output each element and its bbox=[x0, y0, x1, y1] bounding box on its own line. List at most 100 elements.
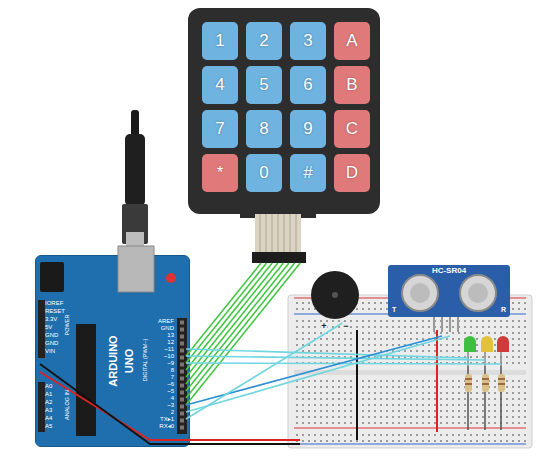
led bbox=[467, 350, 469, 366]
header-pin bbox=[180, 342, 184, 346]
pin-label: GND bbox=[45, 340, 58, 346]
signal-wire bbox=[186, 336, 450, 412]
pin-label: ~9 bbox=[167, 360, 174, 366]
header-pin bbox=[180, 349, 184, 353]
keypad-ribbon bbox=[290, 214, 291, 252]
keypad-wire bbox=[186, 263, 295, 398]
resistor-symbol bbox=[465, 378, 472, 380]
signal-wire bbox=[186, 363, 501, 364]
pin-label: ~5 bbox=[167, 388, 174, 394]
resistor-symbol bbox=[498, 374, 505, 392]
key-label: 1 bbox=[215, 31, 224, 51]
keypad-key: 3 bbox=[290, 22, 326, 60]
breadboard-jumper bbox=[357, 330, 437, 440]
keypad-ribbon bbox=[272, 214, 273, 252]
header-pin bbox=[180, 321, 184, 325]
led bbox=[464, 336, 476, 352]
resistor-symbol bbox=[498, 383, 505, 385]
led bbox=[497, 336, 509, 352]
board-logo: ARDUINO bbox=[108, 335, 119, 386]
keypad-wire bbox=[186, 263, 300, 405]
keypad-wire bbox=[186, 263, 267, 363]
keypad-body bbox=[188, 8, 380, 218]
keypad-key: 9 bbox=[290, 110, 326, 148]
pin-label: 3.3V bbox=[45, 316, 57, 322]
pin-label: GND bbox=[45, 332, 58, 338]
key-label: A bbox=[346, 31, 357, 51]
resistor-symbol bbox=[465, 383, 472, 385]
pin-label: ~10 bbox=[164, 353, 174, 359]
resistor-symbol bbox=[465, 379, 505, 384]
pin-label: 12 bbox=[167, 339, 174, 345]
pin-label: A1 bbox=[45, 391, 52, 397]
header-pin bbox=[180, 370, 184, 374]
keypad-ribbon bbox=[266, 214, 267, 252]
header-pin bbox=[180, 328, 184, 332]
key-label: 2 bbox=[259, 31, 268, 51]
power-header bbox=[38, 300, 45, 358]
resistor-symbol bbox=[482, 383, 489, 385]
header-title: ANALOG IN bbox=[65, 390, 71, 420]
analog-header bbox=[38, 382, 45, 432]
pin-label: A3 bbox=[45, 407, 52, 413]
keypad-key: A bbox=[334, 22, 370, 60]
resistor-symbol bbox=[482, 378, 489, 380]
sensor-pin bbox=[441, 316, 443, 332]
transducer bbox=[410, 283, 430, 303]
breadboard bbox=[294, 444, 526, 445]
breadboard bbox=[294, 430, 526, 442]
pin-label: IOREF bbox=[45, 300, 63, 306]
pin-label: A2 bbox=[45, 399, 52, 405]
keypad-key: 6 bbox=[290, 66, 326, 104]
keypad-key: # bbox=[290, 154, 326, 192]
signal-wire bbox=[186, 322, 501, 419]
sensor-pin bbox=[449, 316, 451, 332]
header-pin bbox=[180, 384, 184, 388]
key-label: * bbox=[217, 163, 224, 183]
key-label: C bbox=[346, 119, 358, 139]
usb-cable bbox=[131, 110, 139, 136]
sensor-pin bbox=[433, 316, 435, 332]
pin-label: ~11 bbox=[164, 346, 174, 352]
signal-wire bbox=[186, 336, 442, 405]
led bbox=[481, 336, 493, 352]
signal-wire bbox=[186, 322, 344, 419]
keypad-wire bbox=[186, 263, 300, 405]
pin-label: 7 bbox=[171, 374, 174, 380]
polarity-mark: + bbox=[320, 322, 327, 331]
pin-label: R bbox=[501, 306, 506, 313]
signal-wire bbox=[186, 356, 485, 360]
pin-label: TX▸1 bbox=[160, 416, 174, 422]
pin-label: 5V bbox=[45, 324, 52, 330]
pin-label: A5 bbox=[45, 423, 52, 429]
keypad-ribbon bbox=[260, 214, 296, 252]
breadboard bbox=[288, 295, 532, 448]
digital-header bbox=[177, 318, 187, 434]
part-name: HC-SR04 bbox=[432, 267, 466, 275]
pin-label: ~6 bbox=[167, 381, 174, 387]
header-title: POWER bbox=[65, 315, 71, 336]
keypad-ribbon bbox=[284, 214, 285, 252]
pin-label: A0 bbox=[45, 383, 52, 389]
header-title: DIGITAL (PWM~) bbox=[143, 339, 149, 382]
sensor-pin bbox=[457, 316, 459, 332]
keypad-wire bbox=[186, 263, 278, 377]
keypad-ribbon bbox=[296, 214, 297, 252]
piezo-buzzer bbox=[311, 271, 359, 319]
pin-label: AREF bbox=[158, 318, 174, 324]
breadboard-jumper bbox=[356, 330, 358, 440]
header-pin bbox=[180, 377, 184, 381]
keypad-wire bbox=[186, 263, 283, 384]
key-label: 5 bbox=[259, 75, 268, 95]
pin-label: 8 bbox=[171, 367, 174, 373]
keypad-body bbox=[188, 8, 380, 214]
led bbox=[464, 336, 509, 366]
piezo-buzzer bbox=[311, 271, 359, 319]
keypad-ribbon bbox=[278, 214, 279, 252]
key-label: 0 bbox=[259, 163, 268, 183]
breadboard bbox=[288, 295, 532, 448]
resistor-symbol bbox=[482, 374, 489, 392]
sensor-pin bbox=[434, 316, 458, 332]
breadboard bbox=[294, 370, 526, 375]
microcontroller-chip bbox=[76, 324, 96, 436]
